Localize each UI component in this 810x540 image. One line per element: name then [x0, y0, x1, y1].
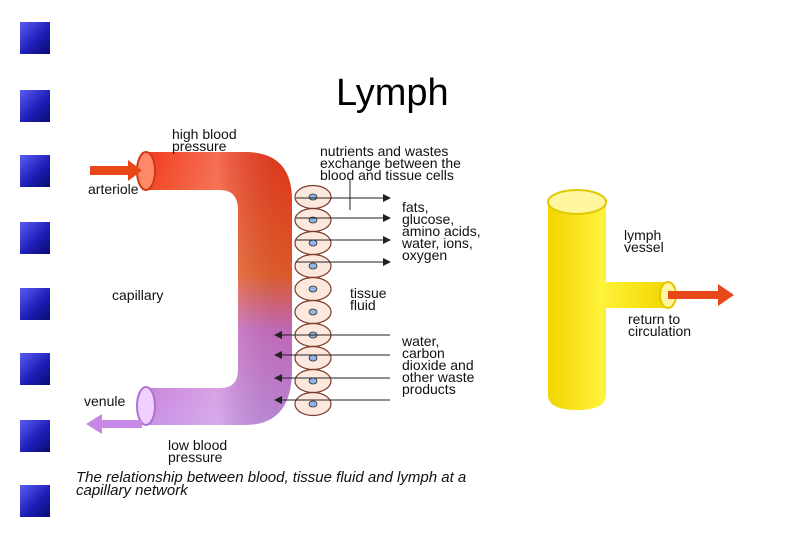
cell-nucleus	[308, 262, 318, 270]
inflow-arrow	[90, 160, 142, 181]
wastes-label: water, carbon dioxide and other waste pr…	[401, 333, 478, 397]
lymph-vessel	[547, 189, 677, 410]
slide-bullet	[20, 353, 50, 385]
cell-nucleus	[308, 193, 318, 201]
return-label: return to circulation	[628, 311, 691, 339]
low-pressure-label: low blood pressure	[168, 437, 231, 465]
cell-nucleus	[308, 285, 318, 293]
exchange-arrows	[274, 180, 391, 404]
cell-nucleus	[308, 400, 318, 408]
slide-bullet	[20, 90, 50, 122]
slide-bullet	[20, 22, 50, 54]
slide-title: Lymph	[336, 72, 449, 114]
blood-vessel	[136, 151, 292, 426]
diagram-caption: The relationship between blood, tissue f…	[76, 469, 470, 499]
tissue-fluid-label: tissue fluid	[350, 285, 390, 313]
return-arrow	[668, 284, 734, 306]
nutrients-label: fats, glucose, amino acids, water, ions,…	[401, 199, 484, 263]
cell-nucleus	[308, 308, 318, 316]
tissue-cells	[294, 184, 332, 417]
venule-label: venule	[84, 393, 125, 409]
outflow-arrow	[86, 414, 142, 434]
lymph-vessel-label: lymph vessel	[624, 227, 665, 255]
cell-nucleus	[308, 354, 318, 362]
exchange-note: nutrients and wastes exchange between th…	[320, 143, 465, 183]
slide-bullet	[20, 155, 50, 187]
slide-bullet	[20, 485, 50, 517]
slide-bullet	[20, 420, 50, 452]
cell-nucleus	[308, 377, 318, 385]
capillary-label: capillary	[112, 287, 163, 303]
high-pressure-label: high blood pressure	[172, 126, 241, 154]
cell-nucleus	[308, 239, 318, 247]
slide-bullet	[20, 288, 50, 320]
arteriole-label: arteriole	[88, 181, 139, 197]
slide-bullet	[20, 222, 50, 254]
